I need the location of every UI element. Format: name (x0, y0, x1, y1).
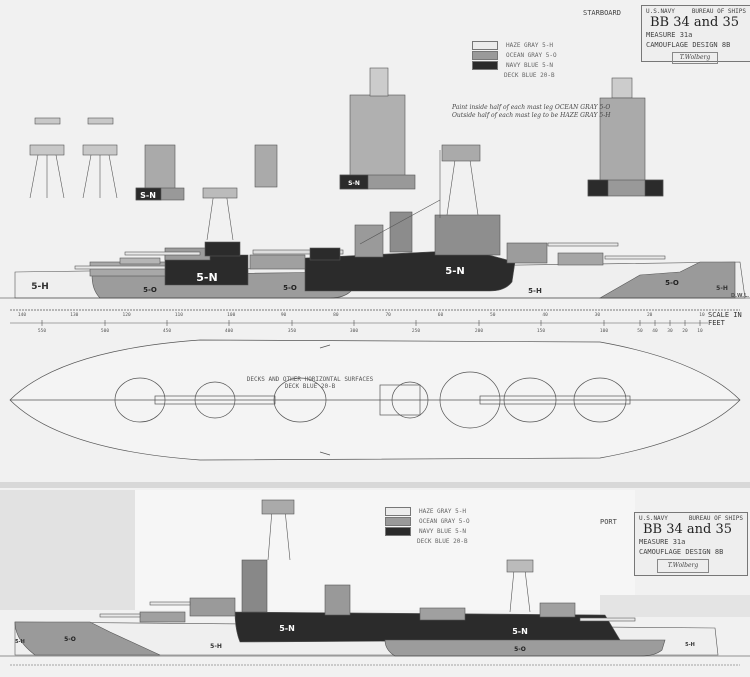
starboard-profile (0, 144, 750, 299)
label-bow-haze: 5-H (716, 285, 728, 292)
measure: MEASURE 31a (646, 31, 693, 39)
frame-tick-label: 100 (227, 312, 235, 318)
feet-tick-label: 50 (637, 328, 643, 334)
deck-note-line2: DECK BLUE 20-B (285, 383, 336, 390)
legend-item-ocean-gray: OCEAN GRAY 5-O (472, 50, 557, 60)
feet-tick-label: 400 (225, 328, 233, 334)
scale-label: SCALE IN FEET (708, 311, 748, 327)
port-view-label: PORT (600, 518, 617, 526)
hull-ocean-gray-bow (14, 621, 161, 656)
deck-note-line1: DECKS AND OTHER HORIZONTAL SURFACES (247, 376, 374, 383)
port-label-lower-gray: 5-O (514, 646, 526, 653)
frame-tick-label: 30 (595, 312, 601, 318)
swatch-haze-gray (385, 506, 411, 516)
feet-tick-label: 300 (350, 328, 358, 334)
mast-base-label-fwd: S-N (348, 180, 360, 187)
port-label-bow-gray: 5-O (64, 636, 76, 643)
starboard-view-label: STARBOARD (583, 9, 621, 17)
label-bow-gray: 5-O (665, 279, 679, 287)
swatch-haze-gray (472, 40, 498, 50)
design: CAMOUFLAGE DESIGN 8B (646, 41, 731, 49)
label-aft-gray: 5-O (143, 286, 157, 294)
label-mid-haze: 5-H (528, 287, 542, 295)
frame-tick-label: 140 (18, 312, 26, 318)
feet-tick-label: 20 (682, 328, 688, 334)
plan-view (9, 339, 741, 461)
ship-numbers: BB 34 and 35 (650, 15, 740, 30)
frame-tick-label: 60 (438, 312, 444, 318)
bureau: BUREAU OF SHIPS (691, 8, 746, 15)
feet-tick-label: 550 (38, 328, 46, 334)
port-label-fwd-navy: 5-N (279, 624, 295, 633)
swatch-ocean-gray (385, 516, 411, 526)
frame-tick-label: 120 (123, 312, 131, 318)
feet-tick-label: 100 (600, 328, 608, 334)
port-label-main-navy: 5-N (512, 627, 528, 636)
hull-navy-main (304, 249, 516, 292)
swatch-navy-blue (385, 526, 411, 536)
feet-tick-label: 40 (652, 328, 658, 334)
mast-details (29, 67, 664, 201)
port-profile (0, 499, 750, 666)
legend-item-haze-gray: HAZE GRAY 5-H (472, 40, 557, 50)
pasted-panel (600, 595, 750, 617)
port-label-bow-haze: 5-H (15, 639, 25, 645)
feet-tick-label: 350 (288, 328, 296, 334)
frame-tick-label: 90 (281, 312, 287, 318)
label-waterline: D.W.L. (731, 293, 749, 299)
swatch-navy-blue (472, 60, 498, 70)
swatch-ocean-gray (472, 50, 498, 60)
label-main-navy: 5-N (445, 266, 464, 277)
feet-tick-label: 150 (537, 328, 545, 334)
frame-tick-label: 80 (333, 312, 339, 318)
legend-port: HAZE GRAY 5-H OCEAN GRAY 5-O NAVY BLUE 5… (385, 506, 470, 546)
label-aft-navy: 5-N (196, 271, 217, 284)
agency: U.S.NAVY (646, 8, 675, 15)
feet-tick-label: 500 (101, 328, 109, 334)
legend-item-deck-blue: DECK BLUE 20-B (504, 71, 555, 79)
frame-tick-label: 70 (385, 312, 391, 318)
scale-strip: 140 130 120 110 100 90 80 70 60 50 40 30 20 10 550 500 4… (10, 309, 740, 334)
mast-leg-note: Paint inside half of each mast leg OCEAN… (452, 104, 611, 119)
port-label-stern: 5-H (685, 642, 695, 648)
legend-item-navy-blue: NAVY BLUE 5-N (472, 60, 557, 70)
frame-tick-label: 50 (490, 312, 496, 318)
pasted-panel (0, 490, 135, 610)
label-mid-gray: 5-O (283, 284, 297, 292)
frame-tick-label: 10 (699, 312, 705, 318)
feet-tick-label: 30 (667, 328, 673, 334)
feet-tick-label: 250 (412, 328, 420, 334)
frame-tick-label: 20 (647, 312, 653, 318)
frame-tick-label: 40 (542, 312, 548, 318)
feet-tick-label: 200 (475, 328, 483, 334)
label-stern-haze: 5-H (31, 282, 49, 292)
signature: T.Wolberg (672, 52, 718, 64)
sheet-divider (0, 482, 750, 488)
frame-tick-label: 130 (70, 312, 78, 318)
frame-tick-label: 110 (175, 312, 183, 318)
mast-base-label: S-N (140, 191, 156, 200)
feet-tick-label: 450 (163, 328, 171, 334)
feet-tick-label: 10 (697, 328, 703, 334)
legend-starboard: HAZE GRAY 5-H OCEAN GRAY 5-O NAVY BLUE 5… (472, 40, 557, 80)
title-block-starboard: U.S.NAVY BUREAU OF SHIPS BB 34 and 35 MEA… (641, 5, 750, 64)
port-label-mid-haze: 5-H (210, 643, 222, 650)
